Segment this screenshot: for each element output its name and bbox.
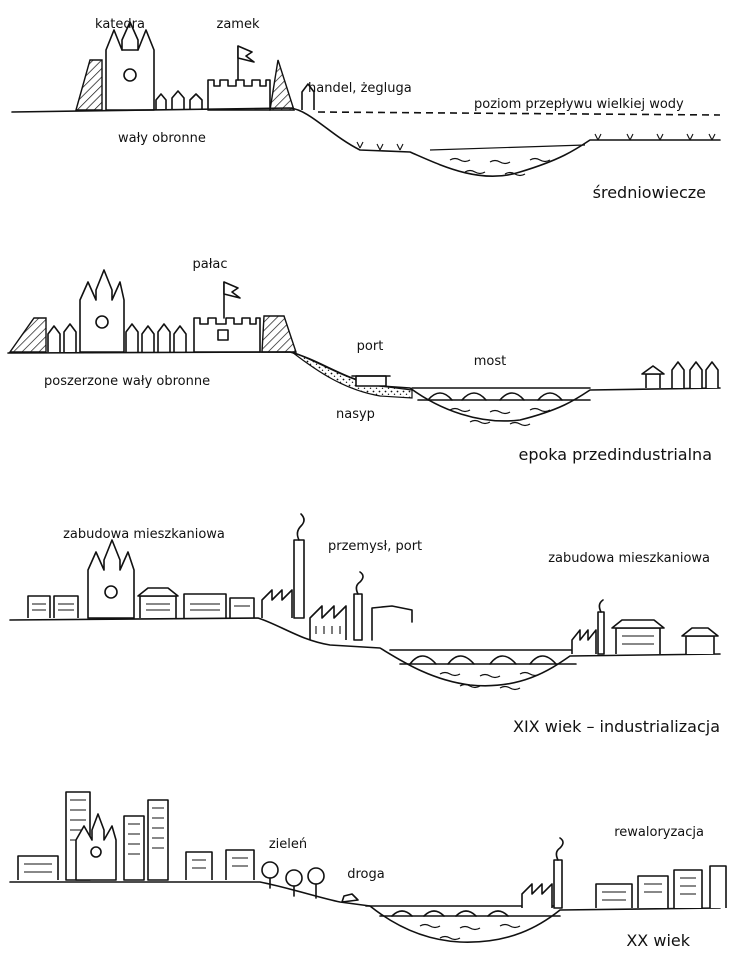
era-title-medieval: średniowiecze — [593, 183, 706, 202]
factory-left — [261, 513, 305, 619]
housing-right-industrial — [571, 599, 719, 655]
houses-preindustrial-right — [641, 361, 719, 388]
label-bridge: most — [474, 354, 507, 369]
cathedral-preindustrial — [79, 269, 125, 353]
label-housing-left: zabudowa mieszkaniowa — [63, 527, 225, 542]
label-road: droga — [347, 867, 384, 882]
rampart-left — [75, 59, 103, 111]
highrise-district — [17, 791, 255, 881]
cathedral — [105, 21, 155, 111]
label-port: port — [357, 339, 384, 354]
palace — [193, 281, 261, 353]
label-castle: zamek — [217, 17, 260, 32]
rampart-right-wide — [261, 315, 297, 353]
era-title-20th-century: XX wiek — [626, 931, 690, 950]
river-water-20th — [419, 923, 521, 941]
label-trade: handel, żegluga — [308, 81, 412, 96]
castle — [207, 45, 271, 111]
houses-medieval — [155, 83, 315, 110]
ground-medieval — [11, 107, 721, 177]
car-on-road — [341, 893, 359, 903]
greenery-trees — [261, 861, 325, 899]
label-widened-walls: poszerzone wały obronne — [44, 374, 210, 389]
revitalized-district — [521, 837, 727, 909]
label-flood-level: poziom przepływu wielkiej wody — [474, 97, 684, 112]
rampart-right — [269, 59, 295, 111]
panel-20th-century: zieleń droga rewaloryzacja XX wiek — [9, 791, 727, 950]
era-title-preindustrial: epoka przedindustrialna — [518, 445, 712, 464]
housing-left-industrial — [27, 539, 255, 619]
label-housing-right: zabudowa mieszkaniowa — [548, 551, 710, 566]
bridge — [411, 387, 591, 401]
houses-preindustrial-left — [47, 323, 187, 352]
ground-20th-century — [9, 881, 721, 943]
label-greenery: zieleń — [269, 837, 307, 852]
label-palace: pałac — [192, 257, 227, 272]
river-water-industrial — [439, 671, 541, 691]
panel-preindustrial: pałac port most poszerzone wały obronne … — [7, 257, 721, 464]
river-water-medieval — [429, 144, 586, 177]
embankment — [291, 351, 413, 399]
reeds — [356, 133, 716, 151]
river-water-preindustrial — [449, 407, 551, 427]
port-building — [351, 375, 391, 387]
flood-level-line — [317, 111, 721, 116]
rampart-left-wide — [8, 317, 47, 353]
label-revitalization: rewaloryzacja — [614, 825, 704, 840]
bridge-industrial — [389, 649, 577, 665]
label-walls: wały obronne — [118, 131, 206, 146]
label-cathedral: katedra — [95, 17, 145, 32]
era-title-industrial: XIX wiek – industrializacja — [513, 717, 720, 736]
label-embankment: nasyp — [336, 407, 375, 422]
panel-medieval: katedra zamek handel, żegluga poziom prz… — [11, 17, 721, 202]
industry-port — [309, 571, 413, 641]
panel-industrial: zabudowa mieszkaniowa przemysł, port zab… — [9, 513, 721, 736]
label-industry-port: przemysł, port — [328, 539, 422, 554]
